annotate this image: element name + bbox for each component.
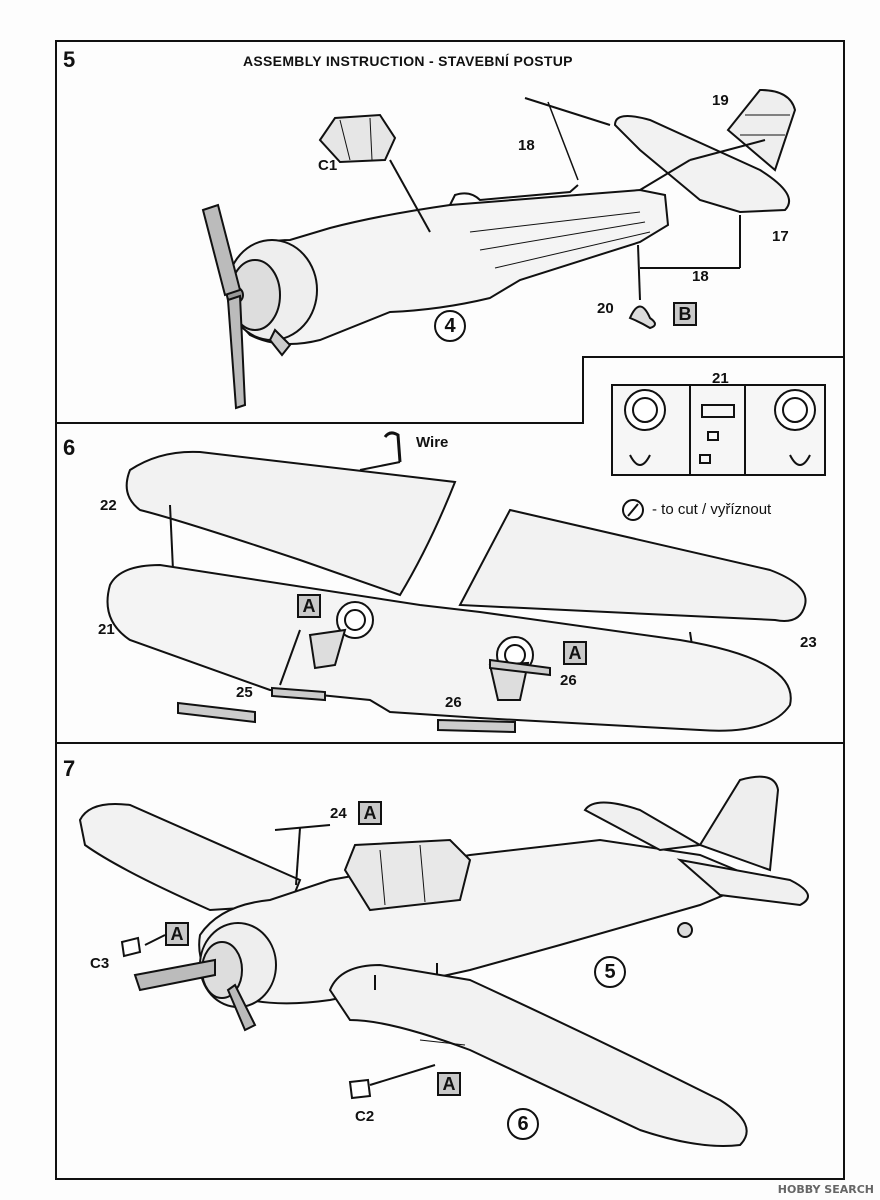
part-label-25: 25 — [236, 684, 253, 701]
step5-fuselage-drawing — [201, 88, 797, 410]
part-label-24: 24 — [330, 805, 347, 822]
part-label-21: 21 — [98, 621, 115, 638]
part-label-23: 23 — [800, 634, 817, 651]
sprue-label-a-right: A — [563, 641, 587, 665]
part-label-19: 19 — [712, 92, 729, 109]
step-ref-6-icon: 6 — [507, 1108, 539, 1140]
part-label-wire: Wire — [416, 434, 449, 451]
watermark: HOBBY SEARCH — [777, 1183, 874, 1196]
step6-wing-drawing — [106, 431, 807, 734]
step-6-number: 6 — [63, 435, 76, 460]
page-frame — [55, 40, 845, 1180]
part-label-c1: C1 — [318, 157, 338, 174]
inset-label-21: 21 — [712, 370, 729, 387]
step5-inset-part21 — [611, 384, 826, 521]
step-7-number: 7 — [63, 756, 76, 781]
sprue-label-a-wing: A — [437, 1072, 461, 1096]
step-ref-5-icon: 5 — [594, 956, 626, 988]
step-5-number: 5 — [63, 47, 76, 72]
part-label-26-right: 26 — [560, 672, 577, 689]
part-label-c2: C2 — [355, 1108, 375, 1125]
sprue-label-b: B — [673, 302, 697, 326]
page-title: ASSEMBLY INSTRUCTION - STAVEBNÍ POSTUP — [243, 53, 573, 69]
part-label-18-top: 18 — [518, 137, 535, 154]
part-label-c3: C3 — [90, 955, 110, 972]
sprue-label-a-left: A — [297, 594, 321, 618]
step-ref-4-icon: 4 — [434, 310, 466, 342]
part-label-17: 17 — [772, 228, 789, 245]
panel-dividers — [55, 356, 845, 744]
part-label-18-bottom: 18 — [692, 268, 709, 285]
part-label-22: 22 — [100, 497, 117, 514]
step7-aircraft-drawing — [78, 775, 809, 1147]
cut-note: - to cut / vyříznout — [652, 501, 772, 518]
part-label-20: 20 — [597, 300, 614, 317]
part-label-26-bottom: 26 — [445, 694, 462, 711]
sprue-label-a-nose: A — [165, 922, 189, 946]
sprue-label-a-antenna: A — [358, 801, 382, 825]
